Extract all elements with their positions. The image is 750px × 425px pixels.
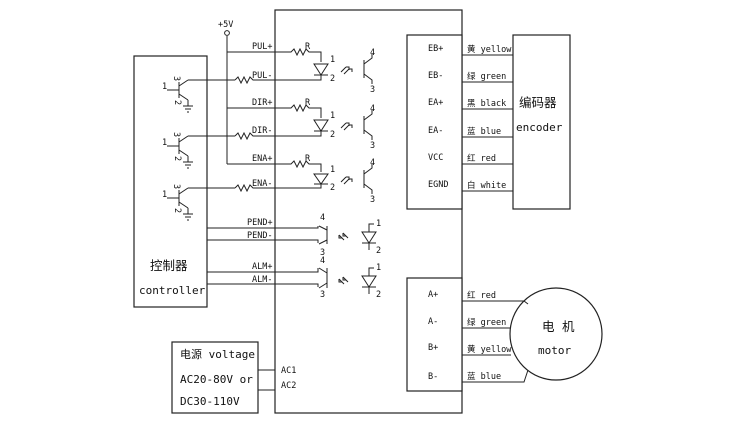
svg-text:4: 4: [320, 213, 325, 223]
motor-terminal-block: [406, 277, 463, 392]
svg-text:3: 3: [171, 132, 181, 137]
svg-text:3: 3: [320, 290, 325, 300]
signal-pend-plus: PEND+: [247, 218, 273, 228]
svg-text:4: 4: [320, 256, 325, 266]
encoder-wire-yellow: 黄 yellow: [467, 44, 512, 55]
controller-transistor-2: 1 3 2: [162, 132, 235, 169]
signal-pul-plus: PUL+: [252, 42, 272, 52]
svg-text:3: 3: [320, 248, 325, 258]
encoder-wire-black: 黑 black: [467, 99, 506, 109]
signal-dir-minus: DIR-: [252, 126, 272, 136]
encoder-wire-blue: 蓝 blue: [467, 126, 501, 137]
encoder-label-en: encoder: [516, 121, 563, 134]
svg-text:2: 2: [330, 183, 335, 193]
svg-text:1: 1: [376, 263, 381, 273]
supply-label: +5V: [218, 20, 233, 30]
svg-text:2: 2: [330, 74, 335, 84]
power-pin-ac2: AC2: [281, 381, 296, 391]
opto-output-alm: 4 3 1 2: [275, 256, 381, 300]
svg-text:3: 3: [370, 141, 375, 151]
encoder-wire-red: 红 red: [467, 153, 496, 164]
motor-wire-yellow: 黄 yellow: [467, 344, 512, 355]
motor-circle: [509, 287, 603, 381]
motor-pin-b-minus: B-: [428, 372, 438, 382]
power-pin-ac1: AC1: [281, 366, 296, 376]
svg-text:2: 2: [172, 156, 182, 161]
power-supply-box: [171, 341, 259, 414]
power-label-line1: 电源 voltage: [180, 347, 255, 361]
svg-text:1: 1: [162, 190, 167, 200]
power-label-line3: DC30-110V: [180, 395, 240, 408]
motor-wire-blue: 蓝 blue: [467, 371, 501, 382]
svg-text:3: 3: [171, 184, 181, 189]
svg-text:2: 2: [376, 246, 381, 256]
motor-label-cn: 电 机: [542, 319, 575, 334]
motor-label-en: motor: [538, 344, 571, 357]
motor-pin-a-minus: A-: [428, 317, 438, 327]
svg-text:2: 2: [172, 100, 182, 105]
signal-dir-plus: DIR+: [252, 98, 272, 108]
motor-wire-red: 红 red: [467, 290, 496, 301]
encoder-terminal-block: [406, 34, 463, 210]
svg-text:1: 1: [330, 55, 335, 65]
controller-label-en: controller: [139, 284, 206, 297]
svg-text:1: 1: [330, 165, 335, 175]
encoder-label-cn: 编码器: [519, 95, 557, 110]
opto-output-pend: 4 3 1 2: [275, 213, 381, 258]
controller-transistor-3: 1 3 2: [162, 184, 235, 221]
svg-text:R: R: [305, 98, 311, 108]
svg-text:1: 1: [376, 219, 381, 229]
encoder-pin-vcc: VCC: [428, 153, 443, 163]
opto-input-ena: R 1 2 4 3: [275, 154, 375, 205]
opto-input-dir: R 1 2 4 3: [275, 98, 375, 151]
svg-text:3: 3: [171, 76, 181, 81]
encoder-box: [512, 34, 571, 210]
encoder-pin-eb-plus: EB+: [428, 44, 443, 54]
svg-text:3: 3: [370, 195, 375, 205]
svg-text:1: 1: [162, 82, 167, 92]
svg-text:2: 2: [330, 130, 335, 140]
svg-text:4: 4: [370, 48, 375, 58]
svg-text:3: 3: [370, 85, 375, 95]
motor-wire-green: 绿 green: [467, 317, 506, 328]
signal-alm-plus: ALM+: [252, 262, 272, 272]
svg-text:4: 4: [370, 104, 375, 114]
signal-pul-minus: PUL-: [252, 71, 272, 81]
signal-ena-minus: ENA-: [252, 179, 272, 189]
motor-pin-b-plus: B+: [428, 343, 438, 353]
encoder-pin-ea-minus: EA-: [428, 126, 443, 136]
opto-input-pul: R 1 2 4 3: [275, 42, 375, 95]
encoder-pin-eb-minus: EB-: [428, 71, 443, 81]
svg-text:1: 1: [330, 111, 335, 121]
signal-alm-minus: ALM-: [252, 275, 272, 285]
supply-terminal: [224, 30, 230, 36]
svg-text:2: 2: [172, 208, 182, 213]
svg-text:R: R: [305, 42, 311, 52]
encoder-pin-egnd: EGND: [428, 180, 448, 190]
encoder-wire-green: 绿 green: [467, 71, 506, 82]
encoder-wire-white: 白 white: [467, 180, 506, 191]
svg-text:4: 4: [370, 158, 375, 168]
controller-label-cn: 控制器: [150, 258, 188, 273]
svg-text:2: 2: [376, 290, 381, 300]
motor-pin-a-plus: A+: [428, 290, 438, 300]
power-label-line2: AC20-80V or: [180, 373, 253, 386]
signal-ena-plus: ENA+: [252, 154, 272, 164]
svg-text:R: R: [305, 154, 311, 164]
controller-transistor-1: 1 3 2: [162, 76, 235, 113]
svg-text:1: 1: [162, 138, 167, 148]
encoder-pin-ea-plus: EA+: [428, 98, 443, 108]
controller-box: [133, 55, 208, 308]
signal-pend-minus: PEND-: [247, 231, 273, 241]
